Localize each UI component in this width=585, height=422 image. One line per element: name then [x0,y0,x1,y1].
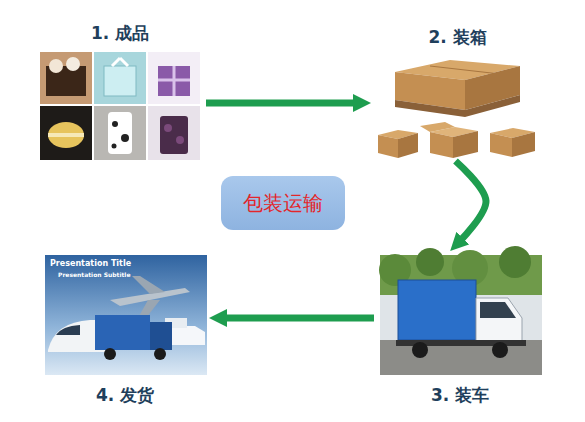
slide-text: Presentation Title [50,259,131,268]
transport-modes [45,255,207,375]
central-topic: 包装运输 [221,176,345,230]
image-panel: 1. 成品 [38,20,202,162]
slide-text: Presentation Subtitle [58,271,130,278]
step-heading: 3. 装车 [431,382,489,408]
flow-arrow [223,315,374,322]
topic-text: 包装运输 [235,190,331,217]
carton-boxes [375,55,542,167]
step-heading: 4. 发货 [96,382,154,408]
flow-arrow [206,100,357,107]
step-heading: 1. 成品 [91,20,149,46]
product-photos [40,52,200,160]
flow-arrow [456,161,487,241]
delivery-truck [379,246,542,375]
image-panel: 3. 装车 [378,253,542,408]
image-panel: 2. 装箱 [373,24,542,167]
step-heading: 2. 装箱 [428,24,486,50]
